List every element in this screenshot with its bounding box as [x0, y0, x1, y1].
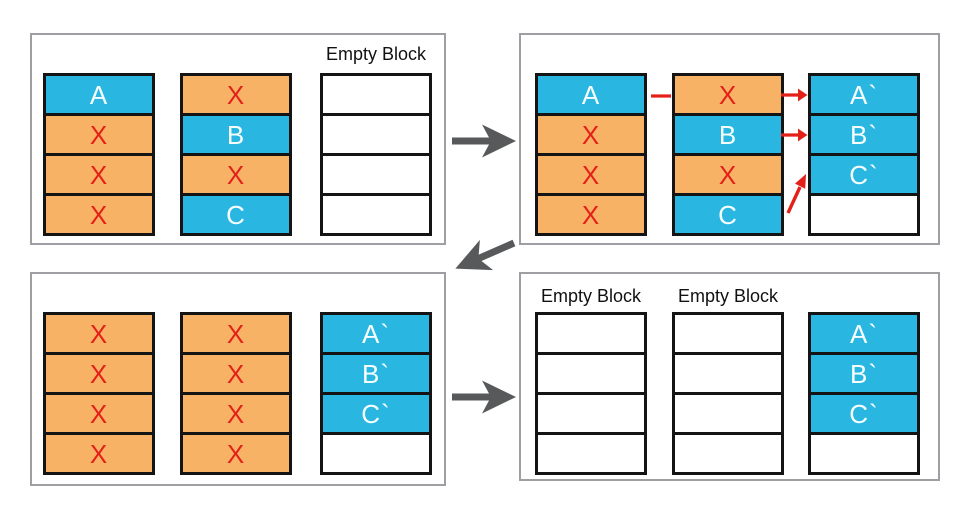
block-cell: B` — [808, 113, 920, 156]
empty-block-label: Empty Block — [677, 286, 779, 306]
block-cell: X — [180, 352, 292, 395]
block-cell: X — [535, 113, 647, 156]
block-cell — [320, 153, 432, 196]
block-cell: B` — [320, 352, 432, 395]
block-column — [672, 312, 784, 475]
empty-block-label: Empty Block — [540, 286, 642, 306]
block-cell: X — [43, 392, 155, 435]
block-cell — [808, 193, 920, 236]
block-cell: B — [180, 113, 292, 156]
block-cell: X — [43, 153, 155, 196]
block-cell: B — [672, 113, 784, 156]
block-cell: X — [43, 352, 155, 395]
block-cell — [320, 432, 432, 475]
block-cell — [320, 113, 432, 156]
block-cell — [808, 432, 920, 475]
block-cell: X — [43, 193, 155, 236]
block-cell — [535, 392, 647, 435]
block-cell: X — [535, 193, 647, 236]
block-cell: B` — [808, 352, 920, 395]
block-cell: C` — [808, 392, 920, 435]
block-column — [535, 312, 647, 475]
block-column — [320, 73, 432, 236]
block-cell: X — [180, 73, 292, 116]
block-cell — [535, 312, 647, 355]
block-cell: X — [43, 312, 155, 355]
block-column: A`B`C` — [320, 312, 432, 475]
block-cell: A` — [808, 312, 920, 355]
block-cell — [320, 73, 432, 116]
block-column: A`B`C` — [808, 73, 920, 236]
block-cell: X — [180, 432, 292, 475]
block-cell: C` — [320, 392, 432, 435]
flow-arrow-down-left-icon — [455, 239, 516, 271]
block-cell — [672, 392, 784, 435]
block-cell: X — [43, 113, 155, 156]
block-cell: X — [535, 153, 647, 196]
block-cell: X — [43, 432, 155, 475]
block-cell: A` — [808, 73, 920, 116]
empty-block-label: Empty Block — [325, 44, 427, 64]
block-cell: C — [672, 193, 784, 236]
flow-arrow-right-icon — [452, 380, 516, 414]
block-column: A`B`C` — [808, 312, 920, 475]
block-cell — [672, 432, 784, 475]
block-cell — [535, 352, 647, 395]
block-cell: X — [180, 312, 292, 355]
block-cell: X — [180, 153, 292, 196]
block-cell: X — [672, 153, 784, 196]
panel-step-4: Empty Block Empty Block A`B`C` — [519, 272, 940, 481]
block-cell: A — [43, 73, 155, 116]
block-cell — [672, 312, 784, 355]
block-cell — [672, 352, 784, 395]
block-cell: C — [180, 193, 292, 236]
block-cell — [320, 193, 432, 236]
block-cell: X — [180, 392, 292, 435]
block-cell: C` — [808, 153, 920, 196]
block-cell: X — [672, 73, 784, 116]
block-cell: A` — [320, 312, 432, 355]
block-cell — [535, 432, 647, 475]
flow-arrow-right-icon — [452, 124, 516, 158]
block-cell: A — [535, 73, 647, 116]
